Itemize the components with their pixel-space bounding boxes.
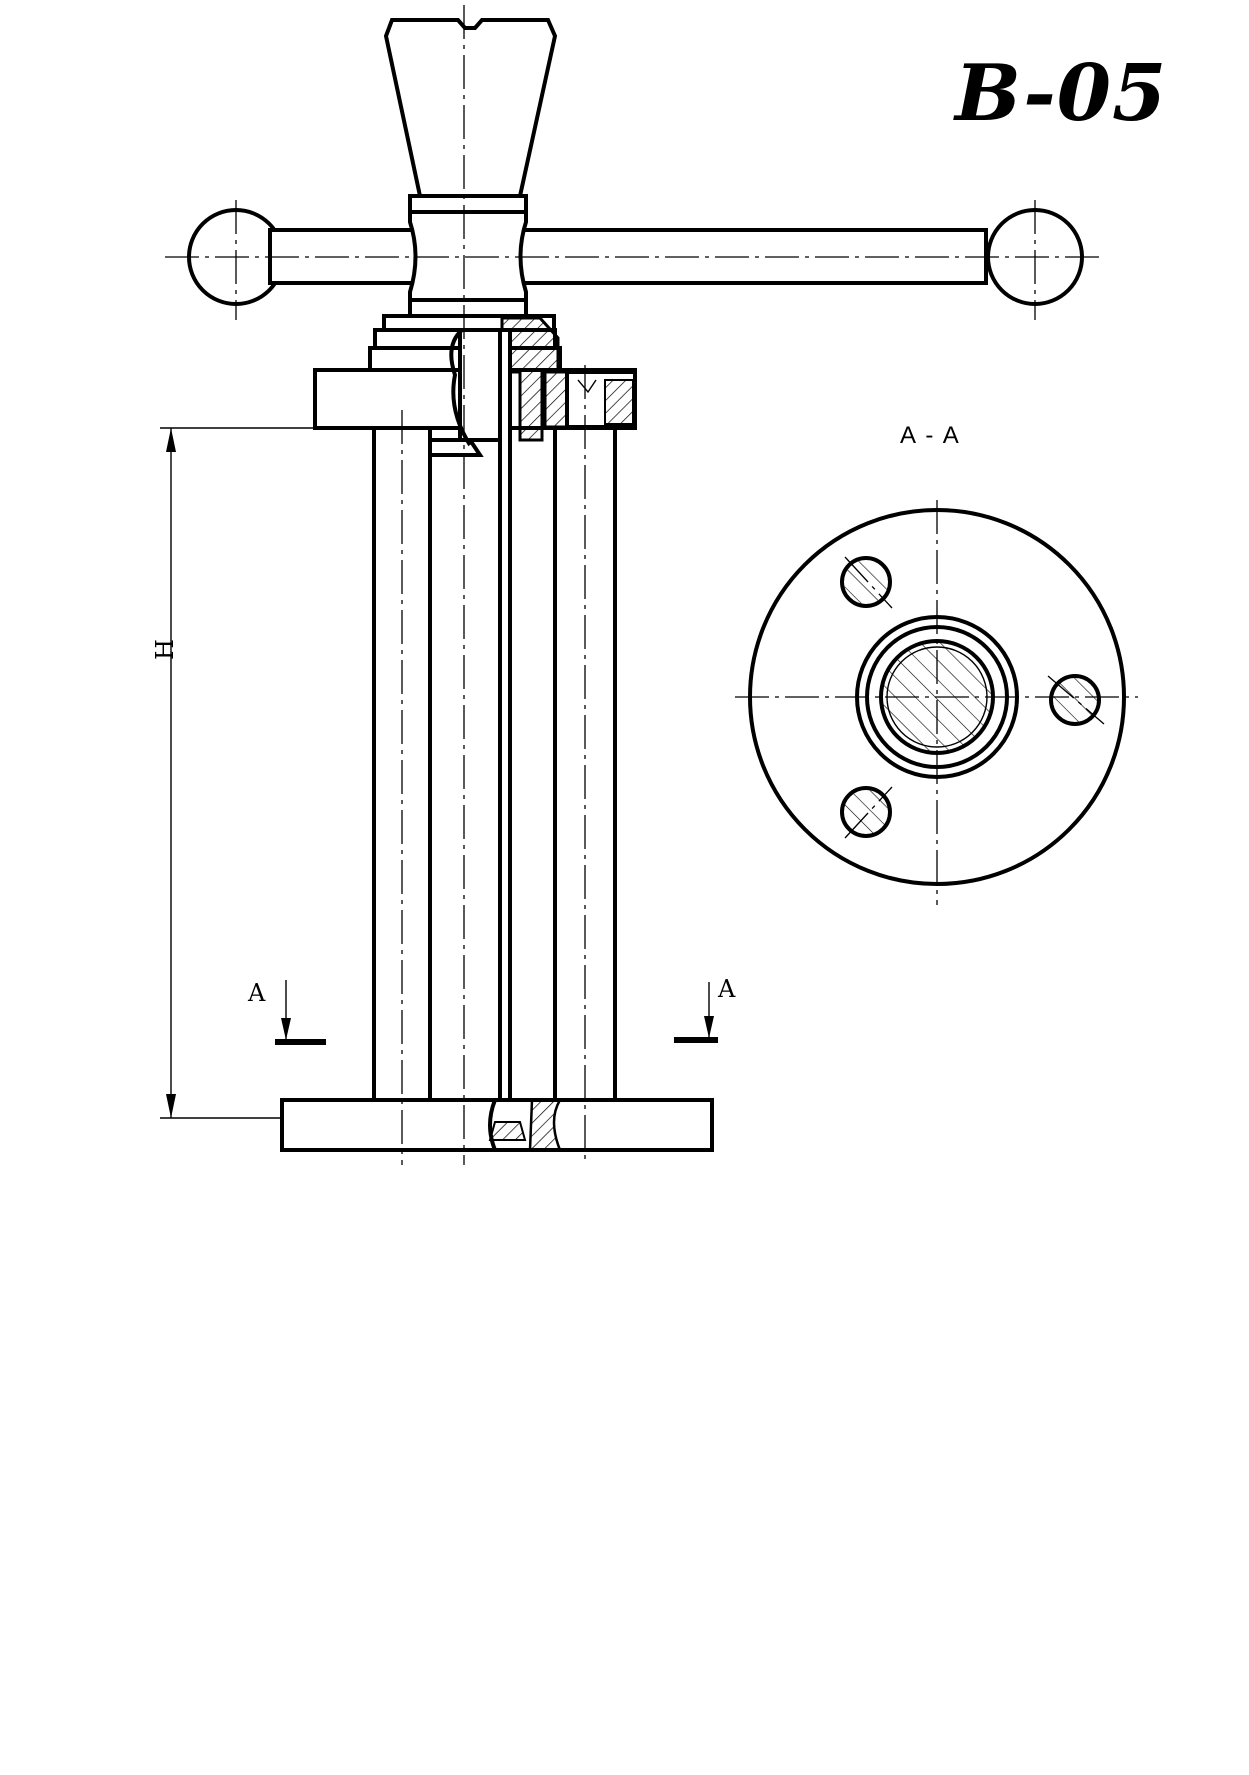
columns bbox=[372, 328, 617, 1102]
base-plate bbox=[280, 1098, 714, 1152]
drawing-title: B-05 bbox=[955, 48, 1168, 139]
dimension-label: H bbox=[151, 639, 179, 660]
section-label: A - A bbox=[900, 422, 961, 449]
cut-marker-left: A bbox=[247, 979, 266, 1007]
section-view bbox=[735, 500, 1138, 905]
section-cut-markers bbox=[275, 980, 718, 1045]
centerlines-front bbox=[165, 5, 1105, 1165]
cone-knob bbox=[383, 18, 558, 318]
dimension-h bbox=[160, 427, 315, 1119]
cut-marker-right: A bbox=[717, 975, 736, 1003]
